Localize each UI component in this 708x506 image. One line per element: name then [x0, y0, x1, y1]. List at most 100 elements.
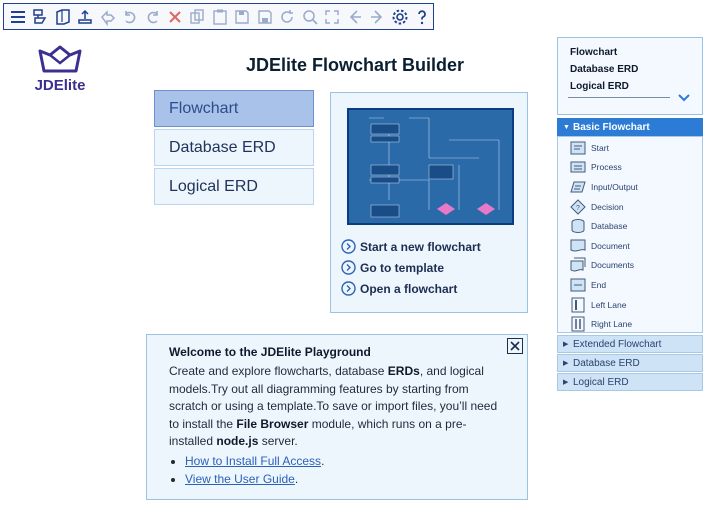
- shape-decision[interactable]: ? Decision: [558, 197, 702, 217]
- shape-documents[interactable]: Documents: [558, 256, 702, 276]
- undo-icon: [125, 10, 136, 23]
- close-button[interactable]: [507, 338, 523, 354]
- back-button[interactable]: [344, 5, 365, 28]
- fullscreen-button[interactable]: [322, 5, 343, 28]
- section-logical-erd[interactable]: ▶ Logical ERD: [557, 373, 703, 391]
- start-new-flowchart-label: Start a new flowchart: [360, 239, 481, 254]
- chevron-down-icon[interactable]: [678, 93, 690, 103]
- go-to-template-label: Go to template: [360, 260, 445, 275]
- section-basic-flowchart[interactable]: ▼ Basic Flowchart: [557, 118, 703, 136]
- open-flowchart-label: Open a flowchart: [360, 281, 458, 296]
- welcome-links: How to Install Full Access. View the Use…: [185, 452, 505, 488]
- save-icon: [235, 9, 250, 24]
- refresh-button[interactable]: [277, 5, 298, 28]
- forward-button[interactable]: [367, 5, 388, 28]
- open-icon: [55, 8, 70, 25]
- save-as-button[interactable]: [254, 5, 275, 28]
- redo-button[interactable]: [142, 5, 163, 28]
- diagram-type-database-erd[interactable]: Database ERD: [570, 64, 639, 75]
- shape-document-label: Document: [591, 240, 630, 251]
- zoom-icon: [303, 9, 318, 25]
- triangle-right-icon: ▶: [563, 379, 569, 386]
- fullscreen-icon: [325, 9, 340, 24]
- help-button[interactable]: [411, 5, 432, 28]
- database-shape-icon: [571, 219, 585, 234]
- logo-icon: [38, 45, 82, 73]
- install-full-access-link[interactable]: How to Install Full Access: [185, 453, 322, 468]
- shape-end-label: End: [591, 279, 607, 290]
- shape-input-output[interactable]: Input/Output: [558, 177, 702, 197]
- section-extended-flowchart[interactable]: ▶ Extended Flowchart: [557, 335, 703, 353]
- basic-flowchart-shapes: Start Process Input/Output ? Decision Da…: [557, 136, 703, 333]
- shape-documents-label: Documents: [591, 260, 634, 271]
- welcome-title: Welcome to the JDElite Playground: [169, 345, 371, 359]
- new-flowchart-button[interactable]: [29, 5, 50, 28]
- nav-logical-erd[interactable]: Logical ERD: [154, 168, 314, 205]
- share-icon: [100, 9, 115, 26]
- nav-flowchart[interactable]: Flowchart: [154, 90, 314, 127]
- shape-database-label: Database: [591, 221, 628, 232]
- diagram-type-flowchart[interactable]: Flowchart: [570, 47, 618, 58]
- document-shape-icon: [570, 239, 586, 252]
- input-output-shape-icon: [570, 181, 586, 193]
- section-logical-erd-label: Logical ERD: [573, 376, 629, 388]
- diagram-type-list[interactable]: Flowchart Database ERD Logical ERD: [557, 37, 703, 115]
- start-new-flowchart-link[interactable]: Start a new flowchart: [341, 236, 481, 257]
- shape-decision-label: Decision: [591, 201, 624, 212]
- paste-icon: [213, 9, 227, 25]
- redo-icon: [147, 10, 158, 23]
- page-title: JDElite Flowchart Builder: [246, 55, 465, 75]
- shape-start[interactable]: Start: [558, 138, 702, 158]
- shape-process-label: Process: [591, 162, 622, 173]
- start-shape-icon: [570, 141, 586, 155]
- list-item: How to Install Full Access.: [185, 452, 505, 470]
- shape-right-lane[interactable]: Right Lane: [558, 314, 702, 334]
- undo-button[interactable]: [119, 5, 140, 28]
- right-lane-shape-icon: [571, 316, 585, 332]
- section-basic-flowchart-label: Basic Flowchart: [573, 121, 650, 133]
- save-button[interactable]: [232, 5, 253, 28]
- preview-links: Start a new flowchart Go to template Ope…: [341, 236, 481, 299]
- copy-button[interactable]: [187, 5, 208, 28]
- zoom-button[interactable]: [299, 5, 320, 28]
- upload-icon: [78, 9, 92, 24]
- open-button[interactable]: [52, 5, 73, 28]
- welcome-text: Create and explore flowcharts, database …: [169, 364, 498, 448]
- diagram-type-logical-erd[interactable]: Logical ERD: [570, 81, 629, 92]
- shape-database[interactable]: Database: [558, 216, 702, 236]
- menu-button[interactable]: [7, 5, 28, 28]
- list-item: View the User Guide.: [185, 470, 505, 488]
- settings-button[interactable]: [389, 5, 410, 28]
- logo-text: JDElite: [34, 77, 86, 94]
- shape-left-lane[interactable]: Left Lane: [558, 295, 702, 315]
- shape-process[interactable]: Process: [558, 158, 702, 178]
- decision-shape-icon: ?: [570, 198, 586, 215]
- forward-icon: [371, 9, 383, 24]
- shape-input-output-label: Input/Output: [591, 181, 638, 192]
- back-icon: [349, 9, 361, 24]
- upload-button[interactable]: [74, 5, 95, 28]
- shape-left-lane-label: Left Lane: [591, 299, 627, 310]
- paste-button[interactable]: [209, 5, 230, 28]
- open-flowchart-link[interactable]: Open a flowchart: [341, 278, 481, 299]
- triangle-right-icon: ▶: [563, 341, 569, 348]
- section-extended-flowchart-label: Extended Flowchart: [573, 338, 662, 350]
- chevron-right-circle-icon: [341, 239, 356, 254]
- help-icon: [418, 9, 427, 24]
- settings-icon: [392, 9, 408, 24]
- delete-button[interactable]: [164, 5, 185, 28]
- share-button[interactable]: [97, 5, 118, 28]
- logo: JDElite: [28, 45, 92, 97]
- go-to-template-link[interactable]: Go to template: [341, 257, 481, 278]
- shape-end[interactable]: End: [558, 275, 702, 295]
- user-guide-link[interactable]: View the User Guide: [185, 471, 295, 486]
- triangle-down-icon: ▼: [563, 123, 570, 131]
- process-shape-icon: [570, 161, 586, 173]
- section-database-erd[interactable]: ▶ Database ERD: [557, 354, 703, 372]
- nav-database-erd[interactable]: Database ERD: [154, 129, 314, 166]
- flowchart-thumbnail: [347, 108, 514, 225]
- save-as-icon: [258, 9, 272, 24]
- shape-right-lane-label: Right Lane: [591, 319, 633, 330]
- close-icon: [510, 341, 520, 351]
- shape-document[interactable]: Document: [558, 236, 702, 256]
